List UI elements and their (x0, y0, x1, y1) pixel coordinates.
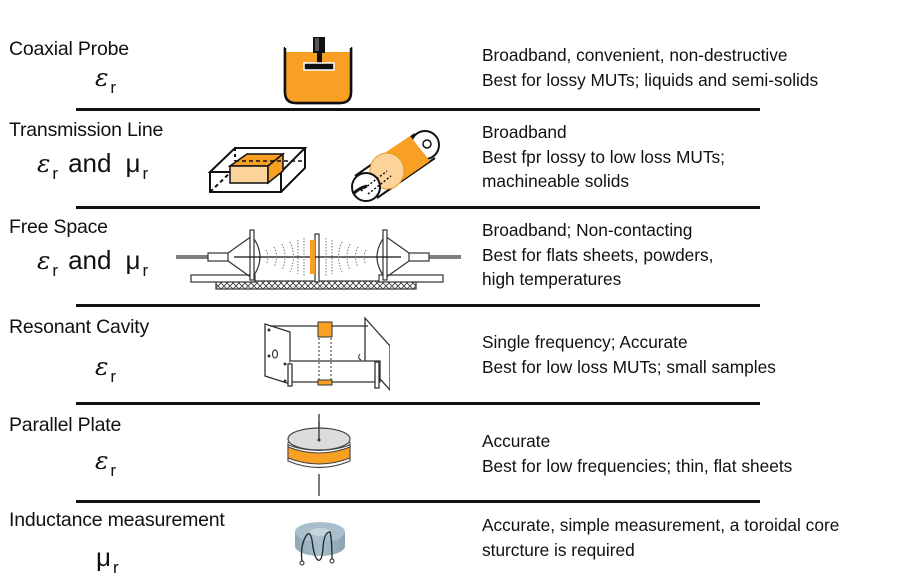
epsilon-symbol: ε (37, 246, 51, 275)
mu-symbol: μ (96, 542, 111, 572)
description-line: Single frequency; Accurate (482, 332, 688, 352)
description-line: Best fpr lossy to low loss MUTs; (482, 146, 725, 167)
method-description: Single frequency; Accurate Best for low … (482, 330, 776, 379)
description-line: Broadband (482, 122, 567, 142)
row-divider (76, 108, 760, 111)
subscript: r (142, 164, 149, 183)
description-line: Best for low loss MUTs; small samples (482, 356, 776, 377)
free-space-antennas-icon (176, 214, 461, 296)
description-line: Best for low frequencies; thin, flat she… (482, 455, 793, 476)
description-line: Accurate (482, 431, 551, 451)
method-name: Coaxial Probe (9, 38, 129, 60)
subscript: r (52, 261, 59, 280)
method-name: Inductance measurement (9, 509, 225, 531)
method-description: Broadband; Non-contacting Best for flats… (482, 218, 713, 292)
subscript: r (110, 78, 117, 97)
subscript: r (112, 558, 119, 577)
method-description: Accurate Best for low frequencies; thin,… (482, 429, 792, 478)
description-line: Best for lossy MUTs; liquids and semi-so… (482, 69, 819, 90)
coaxial-probe-in-liquid-icon (278, 2, 358, 107)
epsilon-symbol: ε (95, 63, 109, 92)
description-line: Accurate, simple measurement, a toroidal… (482, 515, 840, 535)
epsilon-symbol: ε (95, 352, 109, 381)
subscript: r (110, 367, 117, 386)
row-divider (76, 206, 760, 209)
epsilon-symbol: ε (95, 446, 109, 475)
description-line: machineable solids (482, 171, 629, 191)
subscript: r (110, 461, 117, 480)
method-name: Resonant Cavity (9, 316, 150, 338)
method-description: Broadband, convenient, non-destructive B… (482, 43, 818, 92)
and-text: and (68, 245, 112, 275)
method-name: Free Space (9, 216, 108, 238)
epsilon-symbol: ε (37, 149, 51, 178)
and-text: and (68, 148, 112, 178)
waveguide-and-coax-sample-icon (205, 126, 445, 206)
toroidal-core-icon (292, 518, 348, 568)
subscript: r (52, 164, 59, 183)
subscript: r (142, 261, 149, 280)
resonant-cavity-icon (250, 316, 390, 391)
method-name: Transmission Line (9, 119, 164, 141)
method-description: Accurate, simple measurement, a toroidal… (482, 513, 839, 562)
description-line: Broadband, convenient, non-destructive (482, 45, 788, 65)
method-description: Broadband Best fpr lossy to low loss MUT… (482, 120, 725, 194)
description-line: Broadband; Non-contacting (482, 220, 693, 240)
row-divider (76, 304, 760, 307)
row-divider (76, 500, 760, 503)
description-line: high temperatures (482, 269, 622, 289)
mu-symbol: μ (125, 245, 141, 275)
method-name: Parallel Plate (9, 414, 122, 436)
row-divider (76, 402, 760, 405)
description-line: Best for flats sheets, powders, (482, 244, 714, 265)
parallel-plate-capacitor-icon (286, 414, 352, 496)
description-line: sturcture is required (482, 539, 635, 560)
mu-symbol: μ (125, 148, 141, 178)
